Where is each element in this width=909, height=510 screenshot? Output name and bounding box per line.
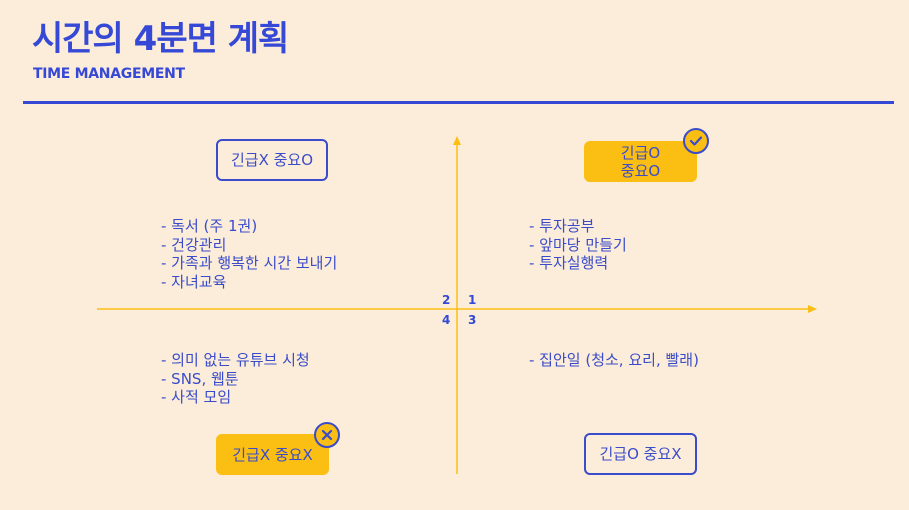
quadrant-number-3: 3 [468, 313, 477, 327]
quadrant-2-label: 긴급X 중요O [216, 139, 328, 181]
quadrant-number-1: 1 [468, 293, 477, 307]
quadrant-4-list: - 의미 없는 유튜브 시청 - SNS, 웹툰 - 사적 모임 [161, 351, 310, 407]
page-subtitle: TIME MANAGEMENT [33, 66, 185, 82]
list-item: - 사적 모임 [161, 388, 232, 406]
quadrant-3-label-text: 긴급O 중요X [599, 445, 682, 463]
quadrant-number-2: 2 [442, 293, 451, 307]
quadrant-4-label-text: 긴급X 중요X [232, 445, 313, 464]
horizontal-axis [97, 305, 817, 313]
page-title: 시간의 4분면 계획 [32, 19, 289, 59]
quadrant-1-label: 긴급O 중요O [584, 141, 697, 182]
list-item: - 투자실행력 [529, 254, 609, 272]
list-item: - 의미 없는 유튜브 시청 [161, 351, 310, 369]
cross-icon [314, 422, 340, 448]
list-item: - 자녀교육 [161, 272, 227, 291]
list-item: - 투자공부 [529, 217, 595, 235]
quadrant-1-label-line1: 긴급O [620, 143, 661, 162]
quadrant-2-list: - 독서 (주 1권) - 건강관리 - 가족과 행복한 시간 보내기 - 자녀… [161, 217, 337, 291]
quadrant-2-label-text: 긴급X 중요O [230, 151, 314, 169]
header-divider [23, 101, 894, 104]
quadrant-1-list: - 투자공부 - 앞마당 만들기 - 투자실행력 [529, 217, 627, 273]
list-item: - 가족과 행복한 시간 보내기 [161, 254, 338, 272]
vertical-axis [453, 136, 461, 474]
list-item: - 건강관리 [161, 235, 227, 254]
quadrant-1-label-line2: 중요O [620, 161, 661, 180]
quadrant-number-4: 4 [442, 313, 451, 327]
list-item: - SNS, 웹툰 [161, 369, 239, 388]
quadrant-3-list: - 집안일 (청소, 요리, 빨래) [529, 351, 699, 370]
quadrant-4-label: 긴급X 중요X [216, 434, 329, 475]
list-item: - 집안일 (청소, 요리, 빨래) [529, 351, 699, 369]
quadrant-3-label: 긴급O 중요X [584, 433, 697, 475]
list-item: - 독서 (주 1권) [161, 217, 258, 235]
check-icon [683, 128, 709, 154]
list-item: - 앞마당 만들기 [529, 235, 627, 254]
